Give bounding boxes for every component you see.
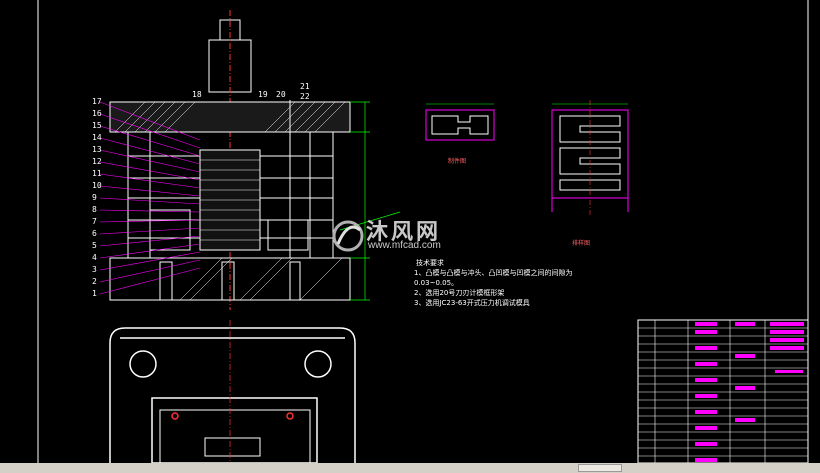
part-number: 22 (300, 92, 310, 101)
part-number: 2 (92, 277, 97, 286)
bom-cell-fills (695, 322, 804, 462)
part-number: 8 (92, 205, 97, 214)
blank-view-label: 制件图 (448, 158, 467, 165)
part-number: 16 (92, 109, 102, 118)
part-number: 6 (92, 229, 97, 238)
part-number: 11 (92, 169, 102, 178)
layout-view-label: 排样图 (572, 240, 591, 247)
assembly-section-view (109, 10, 351, 310)
part-number: 15 (92, 121, 102, 130)
part-number: 5 (92, 241, 97, 250)
part-number: 17 (92, 97, 102, 106)
part-number: 20 (276, 90, 286, 99)
part-number: 12 (92, 157, 102, 166)
part-number: 14 (92, 133, 102, 142)
tech-requirement-item: 2、选用20号刀刃计模框形架 (414, 289, 505, 297)
watermark-url: www.mfcad.com (368, 240, 441, 251)
bom-row-lines (638, 327, 808, 457)
leader-lines (99, 101, 201, 295)
plan-view (109, 320, 356, 464)
bom-table (637, 319, 809, 464)
part-number: 4 (92, 253, 97, 262)
part-number: 13 (92, 145, 102, 154)
part-number: 21 (300, 82, 310, 91)
watermark-logo-icon (332, 220, 364, 252)
part-number: 1 (92, 289, 97, 298)
part-number: 7 (92, 217, 97, 226)
tech-requirement-item: 3、选用JC23-63开式压力机调试模具 (414, 299, 530, 307)
blank-part-view (425, 103, 495, 141)
part-number: 3 (92, 265, 97, 274)
part-number: 18 (192, 90, 202, 99)
tech-requirements-title: 技术要求 (416, 259, 444, 267)
part-number: 9 (92, 193, 97, 202)
part-number-labels: 17 16 15 14 13 12 11 10 9 8 7 6 5 4 3 2 … (92, 96, 104, 300)
horizontal-scrollbar[interactable] (0, 463, 820, 473)
strip-layout-view (551, 100, 629, 215)
part-number: 19 (258, 90, 268, 99)
part-number: 10 (92, 181, 102, 190)
watermark-brand: 沐风网 (366, 220, 442, 245)
tech-requirement-item: 0.03~0.05。 (414, 279, 459, 287)
tech-requirement-item: 1、凸模与凸模与冲头、凸凹模与凹模之间的间隙为 (414, 269, 573, 277)
scrollbar-thumb[interactable] (578, 464, 622, 472)
technical-requirements: 技术要求 1、凸模与凸模与冲头、凸凹模与凹模之间的间隙为 0.03~0.05。 … (414, 258, 614, 308)
